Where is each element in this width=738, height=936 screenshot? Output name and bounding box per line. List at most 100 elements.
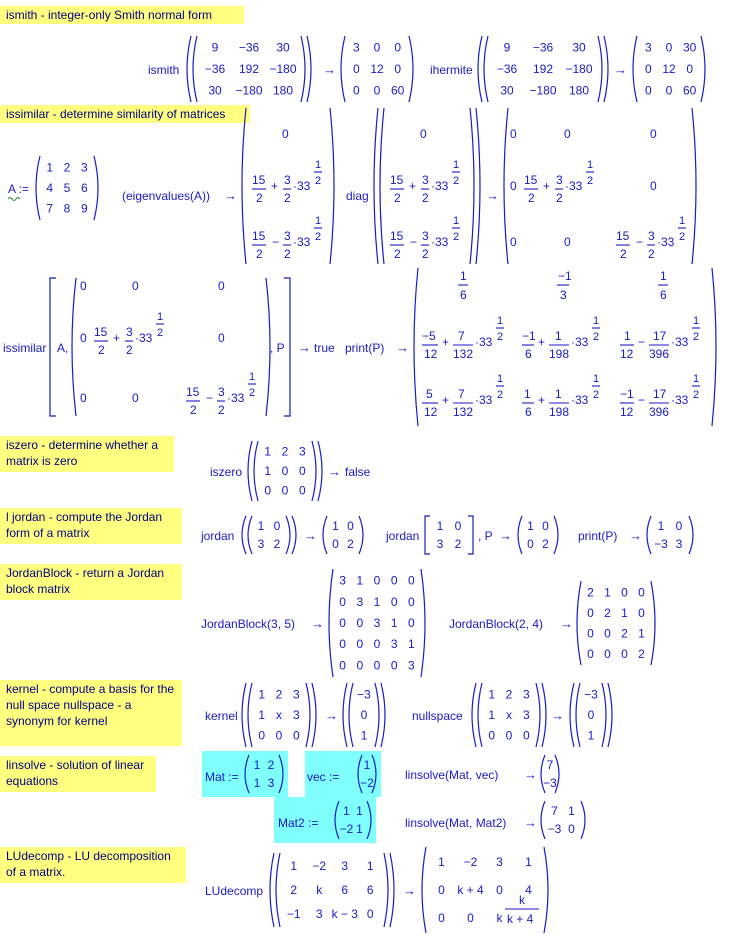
matrix-cell: 3 xyxy=(645,41,652,55)
matrix-cell: 0 xyxy=(374,41,381,55)
matrix-cell: 0 xyxy=(339,637,346,651)
matrix-cell: 7 xyxy=(547,758,554,772)
svg-text:0: 0 xyxy=(420,127,427,141)
section-label-iszero: iszero - determine whether a matrix is z… xyxy=(0,436,174,472)
matrix-cell: 2 xyxy=(347,537,354,551)
svg-text:0: 0 xyxy=(80,391,87,405)
svg-text:−: − xyxy=(638,393,645,407)
svg-text:3: 3 xyxy=(284,173,291,187)
matrix-cell: 180 xyxy=(569,83,589,97)
svg-text:2: 2 xyxy=(453,231,459,243)
null-out-matrix: −301 xyxy=(569,682,613,748)
matrix-cell: k xyxy=(497,911,504,925)
matrix-cell: 0 xyxy=(686,62,693,76)
svg-text:+: + xyxy=(538,335,545,349)
matrix-cell: x xyxy=(276,708,282,722)
svg-text:2: 2 xyxy=(693,389,699,401)
svg-text:1: 1 xyxy=(157,311,163,323)
matrix-cell: 0 xyxy=(523,729,530,743)
svg-text:15: 15 xyxy=(252,173,266,187)
svg-text:2: 2 xyxy=(593,331,599,343)
matrix-cell: 4 xyxy=(46,181,53,195)
matrix-cell: 1 xyxy=(658,519,665,533)
matrix-cell: 2 xyxy=(282,445,289,459)
matrix-cell: 3 xyxy=(339,574,346,588)
svg-text:+: + xyxy=(409,179,416,193)
arrow: → xyxy=(304,528,317,543)
matrix-cell: 30 xyxy=(572,41,586,55)
matrix-cell: 0 xyxy=(391,658,398,672)
matrix-cell: 0 xyxy=(353,62,360,76)
svg-text:1: 1 xyxy=(555,387,562,401)
svg-text:6: 6 xyxy=(660,288,667,302)
matrix-cell: −3 xyxy=(548,822,562,836)
matrix-cell: 1 xyxy=(488,708,495,722)
mat2-definition-highlight xyxy=(274,797,376,843)
matrix-cell: k − 3 xyxy=(332,907,359,921)
matrix-cell: 1 xyxy=(258,687,265,701)
svg-text:0: 0 xyxy=(218,279,225,293)
Mat2-assignment: Mat2 := xyxy=(278,816,319,830)
svg-text:1: 1 xyxy=(497,373,503,385)
matrix-cell: 2 xyxy=(542,537,549,551)
matrix-cell: 3 xyxy=(408,658,415,672)
matrix-cell: 1 xyxy=(621,606,628,620)
matrix-cell: 2 xyxy=(276,687,283,701)
svg-text:198: 198 xyxy=(549,405,569,419)
matrix-cell: 3 xyxy=(391,637,398,651)
svg-text:12: 12 xyxy=(424,347,438,361)
matrix-cell: 30 xyxy=(500,83,514,97)
svg-text:1: 1 xyxy=(453,215,459,227)
matrix-cell: 0 xyxy=(356,658,363,672)
matrix-cell: 1 xyxy=(527,519,534,533)
arrow: → xyxy=(560,616,573,631)
svg-text:2: 2 xyxy=(98,343,105,357)
matrix-cell: 0 xyxy=(299,464,306,478)
matrix-cell: 3 xyxy=(374,616,381,630)
svg-text:0: 0 xyxy=(564,127,571,141)
matrix-cell: 0 xyxy=(587,647,594,661)
arrow: → xyxy=(224,188,237,203)
argument-A: A, xyxy=(57,341,69,355)
result-false: false xyxy=(345,465,371,479)
svg-text:1: 1 xyxy=(555,329,562,343)
section-label-text: LUdecomp - LU decomposition of a matrix. xyxy=(6,849,171,879)
section-label-text: iszero - determine whether a matrix is z… xyxy=(6,438,159,468)
matrix-cell: 0 xyxy=(356,637,363,651)
matrix-cell: 12 xyxy=(662,62,676,76)
arrow: → xyxy=(524,767,537,782)
matrix-cell: 8 xyxy=(64,202,71,216)
matrix-cell: 0 xyxy=(645,62,652,76)
svg-text:+: + xyxy=(538,393,545,407)
svg-text:2: 2 xyxy=(394,247,401,261)
matrix-cell: 0 xyxy=(408,574,415,588)
arrow: → xyxy=(325,708,338,723)
svg-text:2: 2 xyxy=(422,247,429,261)
matrix-cell: 0 xyxy=(587,626,594,640)
linsolve-call-1: linsolve(Mat, vec) xyxy=(405,768,499,782)
kernel-function: kernel xyxy=(205,709,238,723)
matrix-cell: 30 xyxy=(208,83,222,97)
matrix-cell: 3 xyxy=(496,855,503,869)
matrix-cell: 1 xyxy=(356,822,363,836)
matrix-cell: 0 xyxy=(353,83,360,97)
matrix-cell: 1 xyxy=(568,804,575,818)
svg-text:2: 2 xyxy=(528,191,535,205)
matrix-cell: 0 xyxy=(666,41,673,55)
svg-text:1: 1 xyxy=(524,387,531,401)
matrix-cell: −3 xyxy=(357,687,371,701)
section-label-text: ismith - integer-only Smith normal form xyxy=(6,8,213,22)
matrix-cell: 2 xyxy=(274,537,281,551)
matrix-cell: 12 xyxy=(370,62,384,76)
arrow: → xyxy=(499,528,512,543)
spelling-squiggle xyxy=(7,197,21,201)
matrix-cell: −2 xyxy=(312,859,326,873)
matrix-cell: 1 xyxy=(361,729,368,743)
argument-P: , P xyxy=(478,529,493,543)
matrix-cell: 0 xyxy=(666,83,673,97)
matrix-cell: 0 xyxy=(332,537,339,551)
